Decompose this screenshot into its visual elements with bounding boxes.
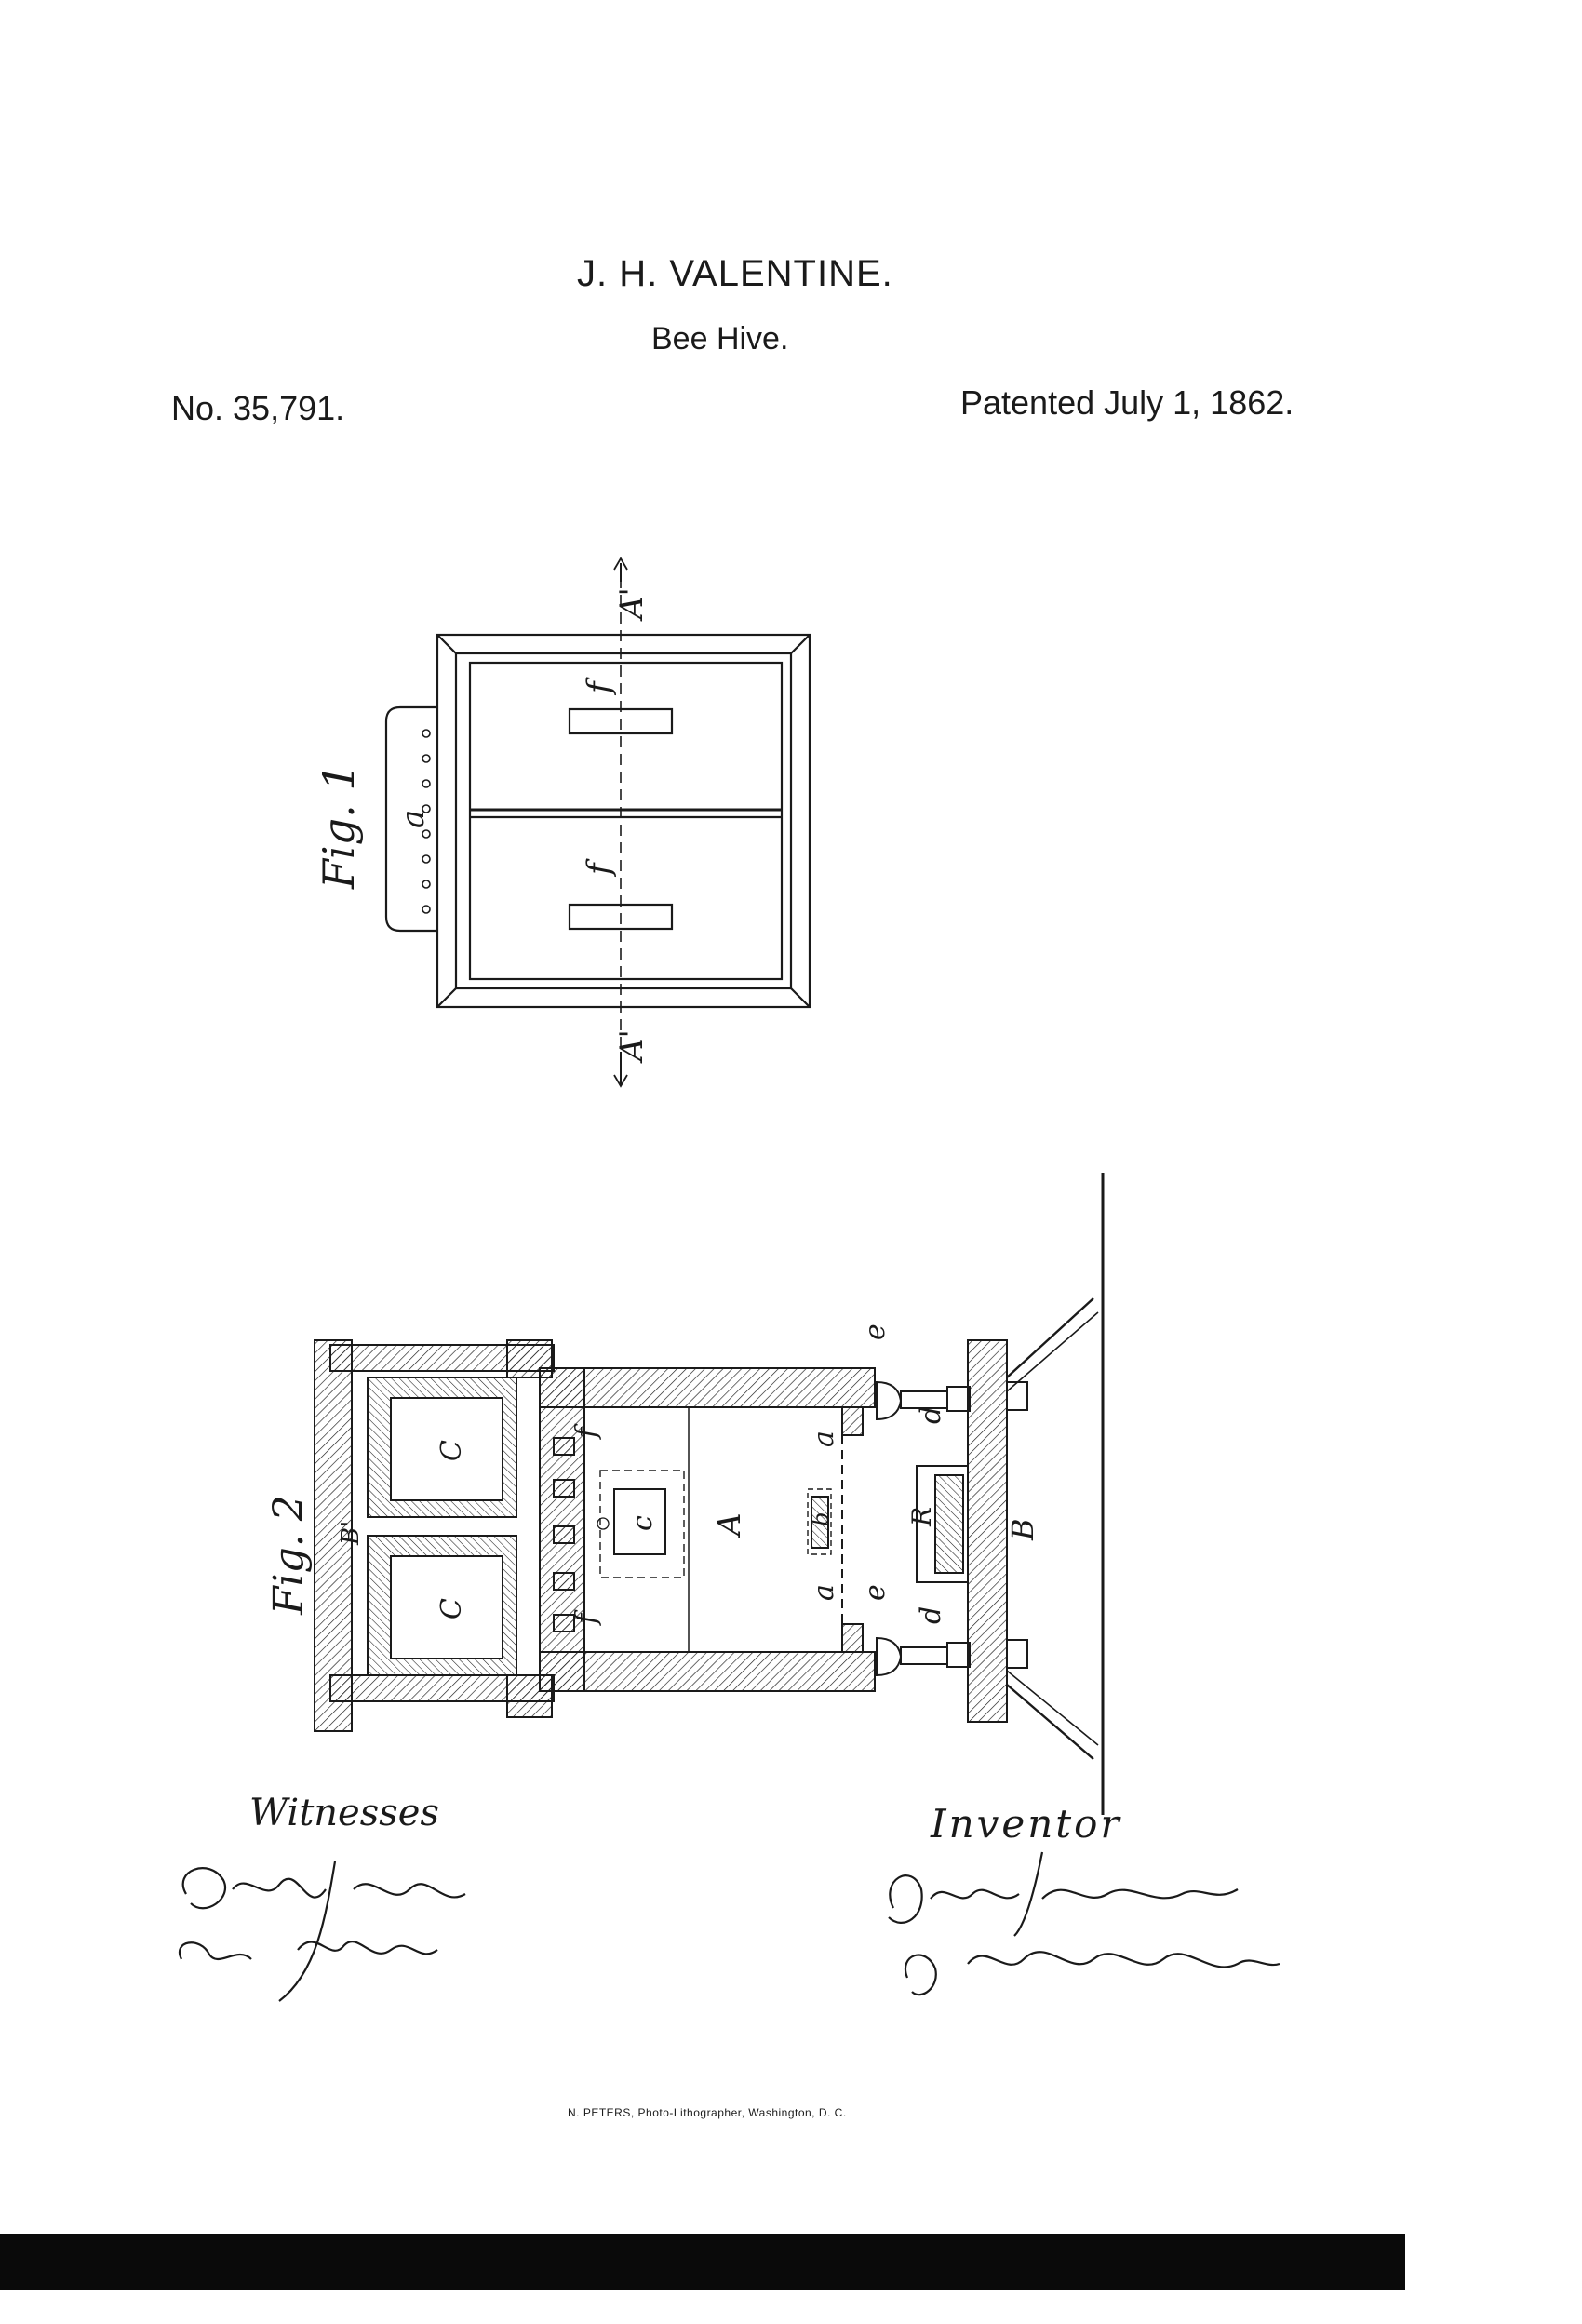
fig2-tray-r — [916, 1465, 969, 1583]
fig2-label-e-top: e — [859, 1323, 892, 1340]
fig1-section-top: A' — [613, 587, 650, 622]
fig1-outer-frame — [436, 633, 811, 1009]
fig2-labels: Fig. 2 C C B' f f c A b a a e e d d R B — [265, 1323, 1040, 1626]
fig2-label: Fig. 2 — [265, 1495, 313, 1616]
printer-credit: N. PETERS, Photo-Lithographer, Washingto… — [568, 2106, 847, 2119]
fig2-hive-top-wall — [539, 1367, 876, 1408]
fig1-section-bottom: A' — [613, 1029, 650, 1064]
fig2-label-d-top: d — [915, 1406, 947, 1424]
fig2-label-c-top: C — [436, 1440, 468, 1461]
fig2-knob-bottom — [876, 1636, 903, 1677]
scan-edge-bar — [0, 2234, 1405, 2290]
fig2-label-b: b — [808, 1512, 834, 1526]
figure-2 — [314, 1173, 1105, 1815]
patent-title: Bee Hive. — [651, 321, 789, 356]
figure-1 — [384, 557, 811, 1088]
fig1-entrance-block — [384, 705, 437, 933]
fig1-entrance-holes — [422, 729, 431, 914]
fig2-hive-bottom-wall — [539, 1651, 876, 1692]
witnesses-label: Witnesses — [249, 1792, 439, 1834]
fig2-label-r: R — [906, 1507, 937, 1527]
inventor-label: Inventor — [931, 1801, 1122, 1847]
fig2-label-c: c — [626, 1515, 659, 1531]
fig2-label-c-bottom: C — [436, 1598, 468, 1619]
fig1-letter-f-top: f — [581, 677, 618, 696]
fig2-label-a-bottom: a — [808, 1584, 840, 1601]
inventor-name: J. H. VALENTINE. — [577, 253, 893, 294]
fig2-label-b-base: B — [1005, 1518, 1040, 1541]
fig2-label-d-bottom: d — [915, 1606, 947, 1624]
fig2-cap-top-wall — [314, 1339, 353, 1732]
fig1-labels: Fig. 1 a f f A' A' — [314, 587, 650, 1064]
fig2-label-b-prime: B' — [337, 1521, 365, 1546]
fig2-knob-top — [876, 1380, 903, 1421]
fig2-stand — [1006, 1297, 1094, 1760]
fig2-label-a-top: a — [808, 1431, 840, 1447]
fig1-letter-a: a — [395, 810, 432, 828]
witness-signatures — [178, 1861, 466, 2002]
patent-number: No. 35,791. — [171, 389, 345, 427]
fig1-inner-frame — [454, 652, 793, 990]
fig1-letter-f-bottom: f — [581, 858, 618, 878]
fig2-label-e-bottom: e — [859, 1584, 892, 1601]
patent-date: Patented July 1, 1862. — [960, 383, 1294, 422]
fig1-label: Fig. 1 — [314, 763, 364, 890]
fig2-label-a-upper: A — [711, 1512, 748, 1538]
fig1-panel — [468, 661, 784, 981]
fig2-base-board — [967, 1339, 1008, 1723]
inventor-signatures — [888, 1851, 1280, 1996]
